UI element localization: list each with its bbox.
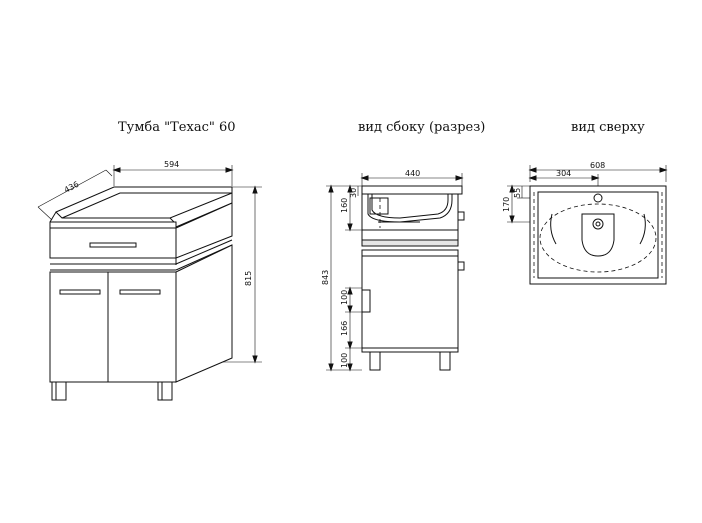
perspective-view: 594 436 815 [37, 160, 262, 401]
dim-width-608: 608 [590, 161, 605, 170]
title-side-view: вид сбоку (разрез) [358, 120, 485, 135]
dim-handle-100: 100 [340, 290, 349, 305]
dim-half-304: 304 [556, 169, 571, 178]
dim-depth-440: 440 [405, 169, 420, 178]
dim-top-block-160: 160 [340, 198, 349, 213]
title-top-view: вид сверху [571, 120, 645, 135]
dim-legs-100: 100 [340, 353, 349, 368]
dim-lower-166: 166 [340, 321, 349, 336]
dim-depth-170: 170 [502, 197, 511, 212]
dim-top-small-30: 30 [349, 188, 358, 198]
dim-offset-55: 55 [513, 188, 522, 198]
top-view: 608 304 170 55 [502, 161, 668, 285]
side-view: 440 843 160 30 100 166 100 [321, 169, 465, 372]
title-perspective: Тумба "Техас" 60 [118, 120, 236, 135]
dim-width-594: 594 [164, 160, 179, 169]
dim-height-815: 815 [244, 271, 253, 286]
dim-total-height-843: 843 [321, 270, 330, 285]
dim-depth-436: 436 [63, 180, 81, 195]
